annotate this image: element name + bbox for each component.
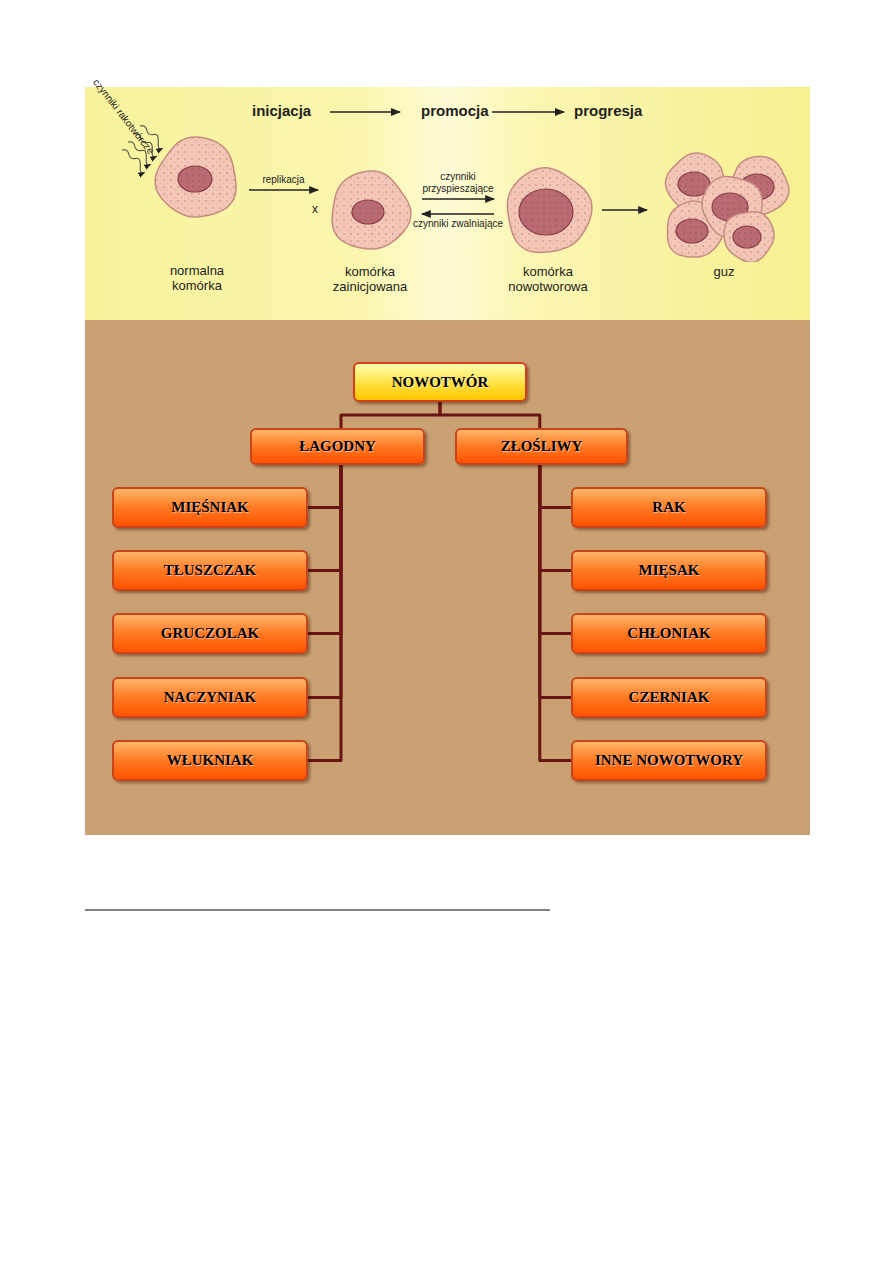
cell-caption: guz xyxy=(714,264,735,279)
tree-line xyxy=(308,465,341,571)
category-box: NOWOTWÓR xyxy=(353,362,527,402)
process-arrow xyxy=(249,189,318,190)
edge-label: czynniki zwalniające xyxy=(412,218,504,230)
box-label: ŁAGODNY xyxy=(299,438,376,455)
tree-line xyxy=(540,465,571,634)
tree-line xyxy=(308,465,341,508)
cell-graphic xyxy=(654,150,794,262)
box-label: RAK xyxy=(652,499,685,516)
cell-membrane xyxy=(155,137,236,217)
process-arrow xyxy=(422,198,494,199)
tree-line xyxy=(540,465,571,571)
cell-node: normalna komórka xyxy=(132,133,262,293)
category-box: ŁAGODNY xyxy=(250,428,425,465)
category-box: MIĘSAK xyxy=(571,550,767,591)
category-box: GRUCZOLAK xyxy=(112,613,308,654)
cell-nucleus xyxy=(519,189,573,235)
cell-membrane xyxy=(507,168,591,253)
category-box: ZŁOŚLIWY xyxy=(455,428,628,465)
category-box: CZERNIAK xyxy=(571,677,767,718)
cell-shape xyxy=(332,171,411,249)
box-label: NACZYNIAK xyxy=(164,689,257,706)
cell-illustration xyxy=(155,137,236,217)
category-box: TŁUSZCZAK xyxy=(112,550,308,591)
cell-caption: komórka nowotworowa xyxy=(500,264,596,294)
tree-line xyxy=(440,402,540,428)
tree-line xyxy=(341,402,440,428)
box-label: WŁUKNIAK xyxy=(167,752,254,769)
box-label: CHŁONIAK xyxy=(627,625,710,642)
box-label: NOWOTWÓR xyxy=(392,374,489,391)
box-label: MIĘSAK xyxy=(639,562,700,579)
category-box: WŁUKNIAK xyxy=(112,740,308,781)
category-box: INNE NOWOTWORY xyxy=(571,740,767,781)
edge-label: replikacja xyxy=(238,174,330,186)
box-label: MIĘŚNIAK xyxy=(171,499,249,516)
cell-caption: komórka zainicjowana xyxy=(322,264,418,294)
stage-label: promocja xyxy=(421,102,489,119)
cell-membrane xyxy=(332,171,411,249)
edge-label: czynniki przyspieszające xyxy=(412,171,504,195)
cell-shape xyxy=(724,212,774,262)
process-arrow xyxy=(602,209,647,210)
tree-line xyxy=(308,465,341,698)
box-label: CZERNIAK xyxy=(629,689,710,706)
category-box: RAK xyxy=(571,487,767,528)
cell-shape xyxy=(155,137,236,217)
cell-nucleus xyxy=(733,226,761,248)
cell-nucleus xyxy=(178,166,212,192)
cell-graphic xyxy=(152,133,242,223)
stage-arrow xyxy=(330,111,400,113)
cell-graphic xyxy=(325,166,415,256)
cell-illustration xyxy=(332,171,411,249)
tree-line xyxy=(540,465,571,761)
cell-node: komórka zainicjowana xyxy=(305,166,435,294)
cell-graphic xyxy=(501,164,595,258)
factor-label: czynniki rakotwórcze xyxy=(91,77,155,155)
cell-illustration xyxy=(507,168,591,253)
category-box: CHŁONIAK xyxy=(571,613,767,654)
cell-shape xyxy=(507,168,591,253)
tree-line xyxy=(308,465,341,634)
tree-line xyxy=(308,465,341,761)
tree-line xyxy=(540,465,571,698)
stage-arrow xyxy=(492,111,564,113)
box-label: TŁUSZCZAK xyxy=(164,562,257,579)
cell-nucleus xyxy=(676,219,708,243)
category-box: NACZYNIAK xyxy=(112,677,308,718)
box-label: INNE NOWOTWORY xyxy=(595,752,743,769)
cell-nucleus xyxy=(352,200,384,224)
tree-line xyxy=(540,465,571,508)
category-box: MIĘŚNIAK xyxy=(112,487,308,528)
stage-label: progresja xyxy=(574,102,642,119)
stage-label: inicjacja xyxy=(252,102,311,119)
box-label: GRUCZOLAK xyxy=(161,625,259,642)
mark-label: x xyxy=(312,202,318,216)
cell-node: guz xyxy=(659,150,789,279)
rule-line xyxy=(85,910,550,911)
cell-caption: normalna komórka xyxy=(149,263,245,293)
process-arrow xyxy=(422,213,494,214)
box-label: ZŁOŚLIWY xyxy=(501,438,583,455)
cell-membrane xyxy=(724,212,774,262)
cell-illustration xyxy=(665,153,788,262)
